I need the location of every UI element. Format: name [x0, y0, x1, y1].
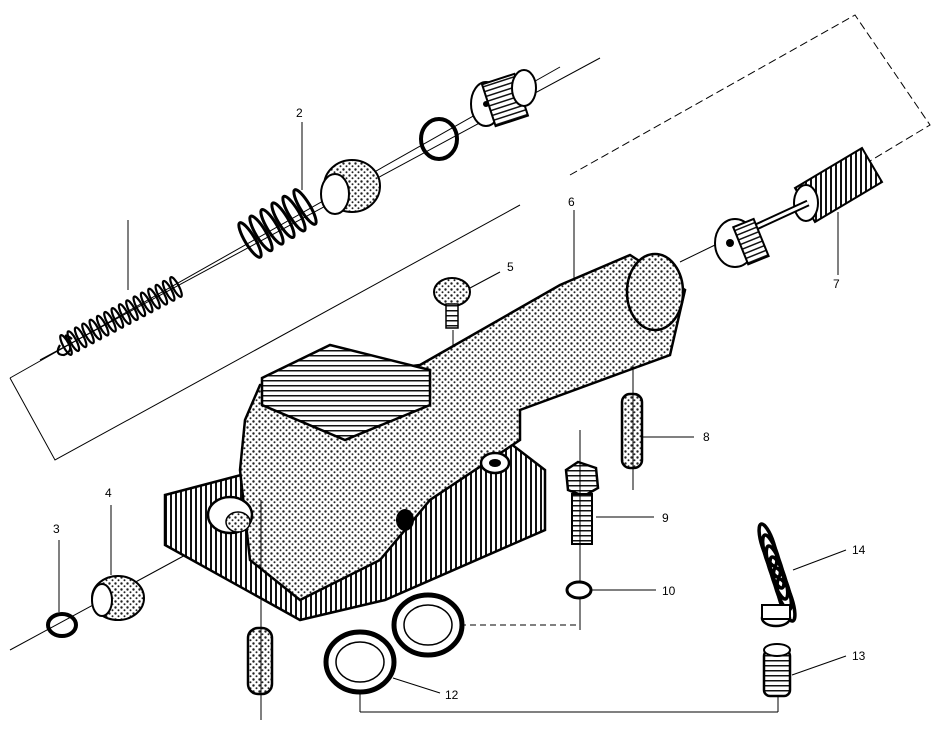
callout-4: 4 — [105, 486, 112, 500]
coil-turn — [139, 291, 154, 314]
coil-turn — [117, 303, 132, 325]
coil-turn — [110, 307, 125, 329]
washer-10 — [565, 580, 593, 600]
callout-13: 13 — [852, 649, 866, 663]
coil-turn — [270, 201, 296, 240]
coil-turn — [281, 194, 307, 233]
coil-spring-2 — [237, 188, 318, 259]
bolt-5 — [433, 277, 471, 348]
leader-lines — [58, 122, 847, 694]
coil-turn — [95, 314, 110, 337]
callout-7: 7 — [833, 277, 840, 291]
snap-ring-3 — [46, 612, 78, 638]
bolt-9 — [564, 430, 600, 630]
coil-turn — [125, 299, 139, 322]
callout-8: 8 — [703, 430, 710, 444]
callout-6: 6 — [568, 195, 575, 209]
coil-turn — [59, 334, 73, 356]
callout-2: 2 — [296, 106, 303, 120]
callout-5: 5 — [507, 260, 514, 274]
callout-10: 10 — [662, 584, 676, 598]
pin-8 — [620, 365, 644, 490]
coil-turn — [66, 330, 81, 353]
coil-turn — [248, 214, 274, 253]
assembly-outline — [9, 14, 931, 461]
callout-9: 9 — [662, 511, 669, 525]
coil-turn — [81, 322, 95, 345]
handle-7 — [714, 146, 884, 268]
callout-14: 14 — [852, 543, 866, 557]
callout-12: 12 — [445, 688, 459, 702]
coil-turn — [775, 577, 797, 623]
gasket-12 — [323, 592, 779, 713]
coil-turn — [103, 310, 117, 333]
valve-body-upper — [320, 159, 381, 215]
coil-turn — [88, 318, 103, 341]
pin-lower — [246, 500, 274, 720]
callout-3: 3 — [53, 522, 60, 536]
plug-upper — [470, 69, 537, 128]
coil-turn — [259, 207, 285, 246]
plug-13 — [762, 643, 792, 698]
coil-turn — [154, 283, 169, 306]
main-housing — [163, 252, 687, 622]
coil-turn — [161, 279, 176, 302]
valve-4 — [91, 575, 145, 621]
snap-ring-upper — [419, 117, 459, 161]
coil-turn — [237, 221, 263, 259]
coil-turn — [73, 326, 88, 349]
spring-cap-14 — [760, 604, 792, 628]
coil-turn — [132, 295, 147, 318]
coil-turn — [147, 287, 161, 310]
coil-turn — [169, 276, 183, 298]
coil-turn — [292, 188, 318, 226]
spring-long — [56, 276, 183, 357]
